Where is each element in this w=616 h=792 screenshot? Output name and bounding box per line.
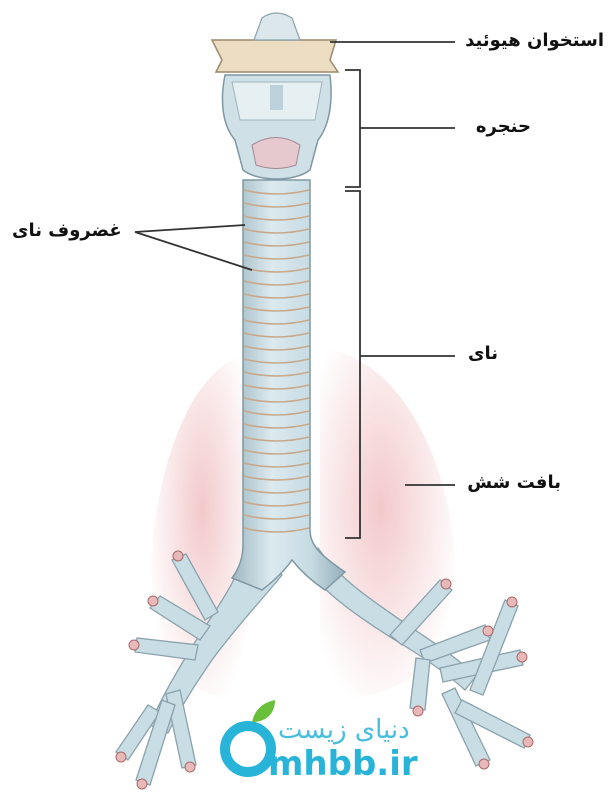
hyoid-bone bbox=[212, 13, 338, 72]
label-lung-tissue: بافت شش bbox=[467, 472, 561, 493]
larynx bbox=[222, 75, 331, 179]
label-hyoid-bone: استخوان هیوئید bbox=[465, 30, 604, 51]
watermark-name: دنیای زیست bbox=[278, 715, 410, 745]
watermark-site: mhbb.ir bbox=[268, 744, 418, 784]
label-larynx: حنجره bbox=[476, 116, 531, 137]
label-tracheal-cartilage: غضروف نای bbox=[12, 220, 122, 241]
label-trachea: نای bbox=[468, 343, 498, 364]
